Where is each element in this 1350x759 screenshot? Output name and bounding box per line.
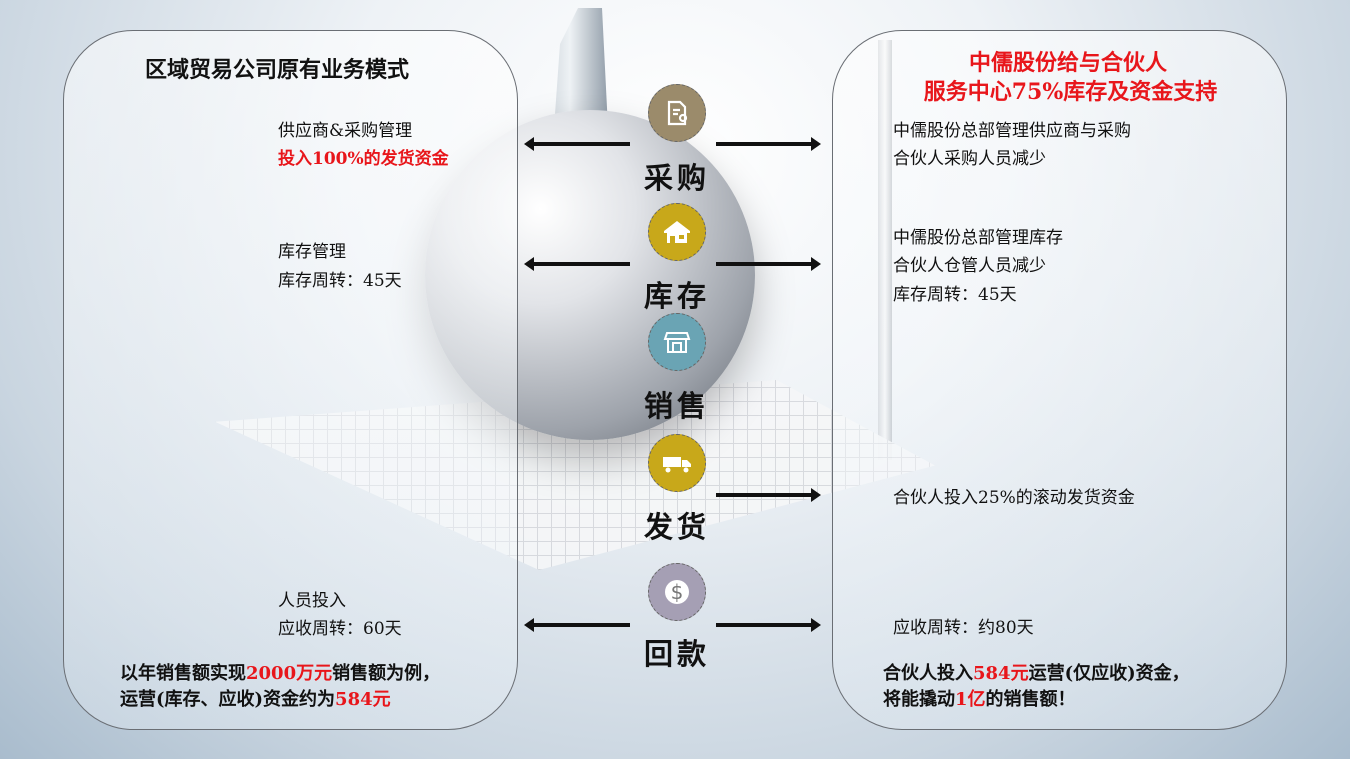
text: 合伙人投入 xyxy=(883,663,973,684)
highlight-amount: 1亿 xyxy=(955,689,986,710)
arrow-left-collection xyxy=(524,618,630,632)
arrow-left-inventory xyxy=(524,257,630,271)
step-label-sales: 销售 xyxy=(643,389,710,423)
text: 运营(仅应收)资金， xyxy=(1028,663,1190,684)
right-summary-line2: 将能撬动1亿的销售额！ xyxy=(883,689,1076,711)
right-inventory-line1: 中儒股份总部管理库存 xyxy=(893,228,1063,248)
truck-icon xyxy=(648,434,706,492)
step-label-inventory: 库存 xyxy=(643,279,710,313)
left-inventory-line1: 库存管理 xyxy=(278,242,346,262)
left-summary-line1: 以年销售额实现2000万元销售额为例， xyxy=(120,663,440,685)
storefront-icon xyxy=(648,313,706,371)
right-panel xyxy=(832,30,1287,730)
highlight-amount: 2000万元 xyxy=(246,663,333,684)
left-purchase-line2: 投入100%的发货资金 xyxy=(278,149,449,169)
left-purchase-line1: 供应商&采购管理 xyxy=(278,121,413,141)
arrow-left-purchase xyxy=(524,137,630,151)
right-purchase-line2: 合伙人采购人员减少 xyxy=(893,149,1046,169)
right-title-line1: 中儒股份给与合伙人 xyxy=(968,50,1167,76)
dollar-icon: $ xyxy=(648,563,706,621)
step-label-collection: 回款 xyxy=(643,637,710,671)
right-inventory-line2: 合伙人仓管人员减少 xyxy=(893,256,1046,276)
left-summary-line2: 运营(库存、应收)资金约为584元 xyxy=(120,689,391,711)
text: 运营(库存、应收)资金约为 xyxy=(120,689,336,710)
warehouse-icon xyxy=(648,203,706,261)
right-summary-line1: 合伙人投入584元运营(仅应收)资金， xyxy=(883,663,1190,685)
right-collection-text: 应收周转：约80天 xyxy=(893,618,1034,638)
arrow-right-purchase xyxy=(716,137,821,151)
text: 的销售额！ xyxy=(985,689,1076,710)
arrow-right-inventory xyxy=(716,257,821,271)
left-panel xyxy=(63,30,518,730)
text: 以年销售额实现 xyxy=(120,663,246,684)
highlight-amount: 584元 xyxy=(973,663,1029,684)
right-inventory-line3: 库存周转：45天 xyxy=(893,285,1017,305)
svg-text:$: $ xyxy=(671,580,684,604)
arrow-right-collection xyxy=(716,618,821,632)
right-title-line2: 服务中心75%库存及资金支持 xyxy=(923,79,1218,105)
highlight-amount: 584元 xyxy=(335,689,391,710)
certificate-document-icon xyxy=(648,84,706,142)
text: 将能撬动 xyxy=(883,689,955,710)
text: 销售额为例， xyxy=(332,663,441,684)
left-title: 区域贸易公司原有业务模式 xyxy=(145,57,410,83)
left-inventory-line2: 库存周转：45天 xyxy=(278,271,402,291)
step-label-shipping: 发货 xyxy=(643,510,710,544)
right-shipping-text: 合伙人投入25%的滚动发货资金 xyxy=(893,488,1135,508)
step-label-purchase: 采购 xyxy=(643,161,710,195)
right-purchase-line1: 中儒股份总部管理供应商与采购 xyxy=(893,121,1131,141)
left-collection-line2: 应收周转：60天 xyxy=(278,619,402,639)
arrow-right-shipping xyxy=(716,488,821,502)
left-collection-line1: 人员投入 xyxy=(278,591,346,611)
